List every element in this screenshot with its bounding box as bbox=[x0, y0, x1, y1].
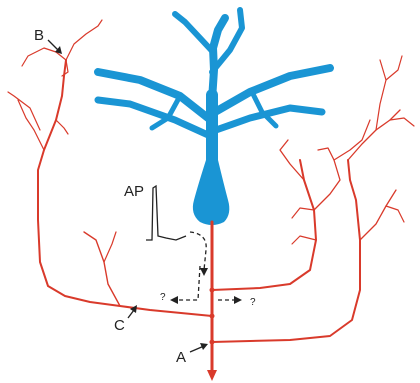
axon-branch-left-top-b bbox=[8, 92, 40, 130]
axon-direction-arrowhead bbox=[207, 370, 217, 381]
axon-branch-left-mid bbox=[84, 232, 120, 306]
axon-collateral-right-upper bbox=[212, 160, 316, 290]
apical-branch-left-top bbox=[175, 14, 213, 52]
label-b: B bbox=[34, 27, 44, 44]
dashed-arrow-down bbox=[190, 232, 206, 270]
axon-terminal-b-2 bbox=[66, 20, 102, 60]
label-a: A bbox=[176, 349, 186, 366]
question-mark-left: ? bbox=[160, 292, 166, 303]
axon-branch-right-lower-f bbox=[386, 206, 404, 222]
dendrite-right-upper bbox=[215, 68, 330, 112]
pointer-c bbox=[128, 310, 134, 318]
axon-branch-right-lower-e bbox=[386, 56, 402, 80]
dashed-arrow-left bbox=[176, 266, 200, 300]
axon-branch-right-upper-d bbox=[334, 120, 370, 160]
axon-collateral-right-lower bbox=[212, 160, 360, 342]
branch-point-a bbox=[210, 340, 215, 345]
ap-label: AP bbox=[124, 183, 144, 200]
axon-branch-left-mid-2 bbox=[104, 232, 116, 262]
axon-branch-right-upper-b bbox=[314, 148, 340, 210]
arrowhead-left bbox=[170, 296, 178, 304]
branch-point-middle bbox=[210, 314, 215, 319]
pointer-c-head bbox=[130, 305, 137, 313]
branch-point-upper bbox=[210, 288, 215, 293]
axon-branch-left-top-c bbox=[56, 120, 68, 134]
question-mark-right: ? bbox=[250, 297, 256, 308]
label-c: C bbox=[114, 317, 125, 334]
arrowhead-right bbox=[234, 296, 242, 304]
axon-branch-left-top-a bbox=[18, 100, 44, 150]
action-potential-trace bbox=[146, 186, 186, 240]
axon-branch-right-lower-c bbox=[376, 60, 386, 130]
axon-branch-right-lower-b bbox=[360, 190, 396, 240]
axon-branch-right-upper-e bbox=[292, 208, 314, 218]
soma bbox=[193, 160, 229, 225]
pointer-b bbox=[48, 40, 58, 50]
axon-branch-right-lower-a bbox=[348, 110, 400, 160]
arrowhead-down bbox=[200, 268, 208, 276]
axon-branch-right-lower-d bbox=[390, 118, 414, 126]
axon-branch-right-upper-c bbox=[292, 236, 316, 244]
